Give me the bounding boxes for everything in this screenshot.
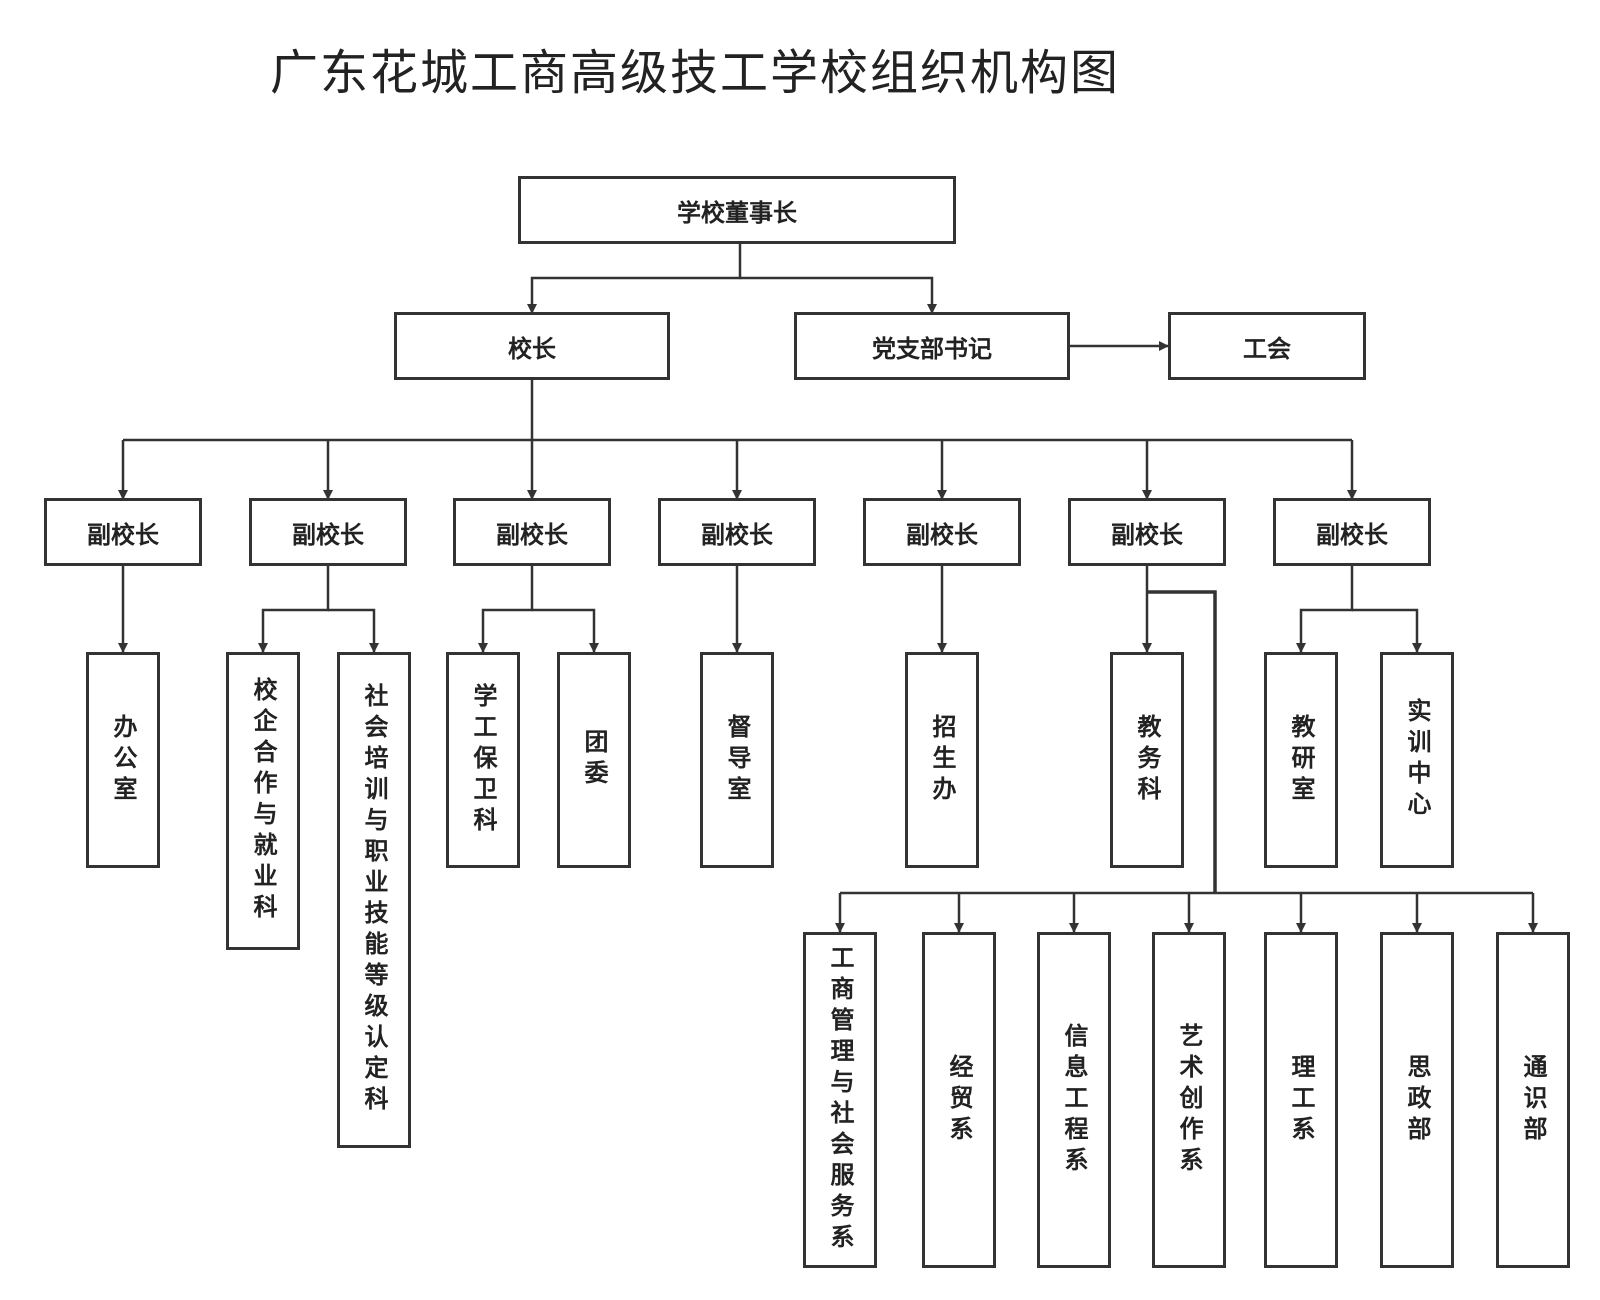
chairman-box: 学校董事长 bbox=[518, 176, 956, 244]
vice-principal-box: 副校长 bbox=[658, 498, 816, 566]
training-center-box: 实训中心 bbox=[1380, 652, 1454, 868]
politics-dept-box: 思政部 bbox=[1380, 932, 1454, 1268]
office-box: 办公室 bbox=[86, 652, 160, 868]
principal-box: 校长 bbox=[394, 312, 670, 380]
vice-principal-label: 副校长 bbox=[1111, 520, 1183, 549]
vice-principal-box: 副校长 bbox=[453, 498, 611, 566]
union-label: 工会 bbox=[1243, 334, 1291, 363]
science-dept-box: 理工系 bbox=[1264, 932, 1338, 1268]
general-studies-label: 通识部 bbox=[1519, 1053, 1547, 1147]
enterprise-cooperation-label: 校企合作与就业科 bbox=[249, 677, 277, 925]
vice-principal-label: 副校长 bbox=[906, 520, 978, 549]
page-title: 广东花城工商高级技工学校组织机构图 bbox=[270, 45, 1121, 101]
chairman-label: 学校董事长 bbox=[677, 198, 797, 227]
student-security-label: 学工保卫科 bbox=[469, 682, 497, 838]
business-dept-label: 工商管理与社会服务系 bbox=[826, 945, 854, 1255]
art-dept-box: 艺术创作系 bbox=[1152, 932, 1226, 1268]
research-office-box: 教研室 bbox=[1264, 652, 1338, 868]
enterprise-cooperation-box: 校企合作与就业科 bbox=[226, 652, 300, 950]
training-center-label: 实训中心 bbox=[1403, 698, 1431, 822]
general-studies-box: 通识部 bbox=[1496, 932, 1570, 1268]
league-committee-label: 团委 bbox=[580, 729, 608, 791]
vice-principal-box: 副校长 bbox=[249, 498, 407, 566]
business-dept-box: 工商管理与社会服务系 bbox=[803, 932, 877, 1268]
vice-principal-label: 副校长 bbox=[1316, 520, 1388, 549]
office-label: 办公室 bbox=[109, 713, 137, 807]
research-office-label: 教研室 bbox=[1287, 713, 1315, 807]
science-dept-label: 理工系 bbox=[1287, 1053, 1315, 1147]
supervision-box: 督导室 bbox=[700, 652, 774, 868]
party-secretary-label: 党支部书记 bbox=[872, 334, 992, 363]
vice-principal-box: 副校长 bbox=[863, 498, 1021, 566]
politics-dept-label: 思政部 bbox=[1403, 1053, 1431, 1147]
party-secretary-box: 党支部书记 bbox=[794, 312, 1070, 380]
it-dept-box: 信息工程系 bbox=[1037, 932, 1111, 1268]
vice-principal-box: 副校长 bbox=[44, 498, 202, 566]
it-dept-label: 信息工程系 bbox=[1060, 1022, 1088, 1178]
art-dept-label: 艺术创作系 bbox=[1175, 1022, 1203, 1178]
student-security-box: 学工保卫科 bbox=[446, 652, 520, 868]
union-box: 工会 bbox=[1168, 312, 1366, 380]
league-committee-box: 团委 bbox=[557, 652, 631, 868]
supervision-label: 督导室 bbox=[723, 713, 751, 807]
admissions-box: 招生办 bbox=[905, 652, 979, 868]
social-training-box: 社会培训与职业技能等级认定科 bbox=[337, 652, 411, 1148]
trade-dept-label: 经贸系 bbox=[945, 1053, 973, 1147]
vice-principal-label: 副校长 bbox=[496, 520, 568, 549]
vice-principal-label: 副校长 bbox=[292, 520, 364, 549]
social-training-label: 社会培训与职业技能等级认定科 bbox=[360, 683, 388, 1117]
vice-principal-label: 副校长 bbox=[701, 520, 773, 549]
vice-principal-box: 副校长 bbox=[1273, 498, 1431, 566]
vice-principal-box: 副校长 bbox=[1068, 498, 1226, 566]
academic-affairs-label: 教务科 bbox=[1133, 713, 1161, 807]
academic-affairs-box: 教务科 bbox=[1110, 652, 1184, 868]
principal-label: 校长 bbox=[508, 334, 556, 363]
trade-dept-box: 经贸系 bbox=[922, 932, 996, 1268]
admissions-label: 招生办 bbox=[928, 713, 956, 807]
vice-principal-label: 副校长 bbox=[87, 520, 159, 549]
